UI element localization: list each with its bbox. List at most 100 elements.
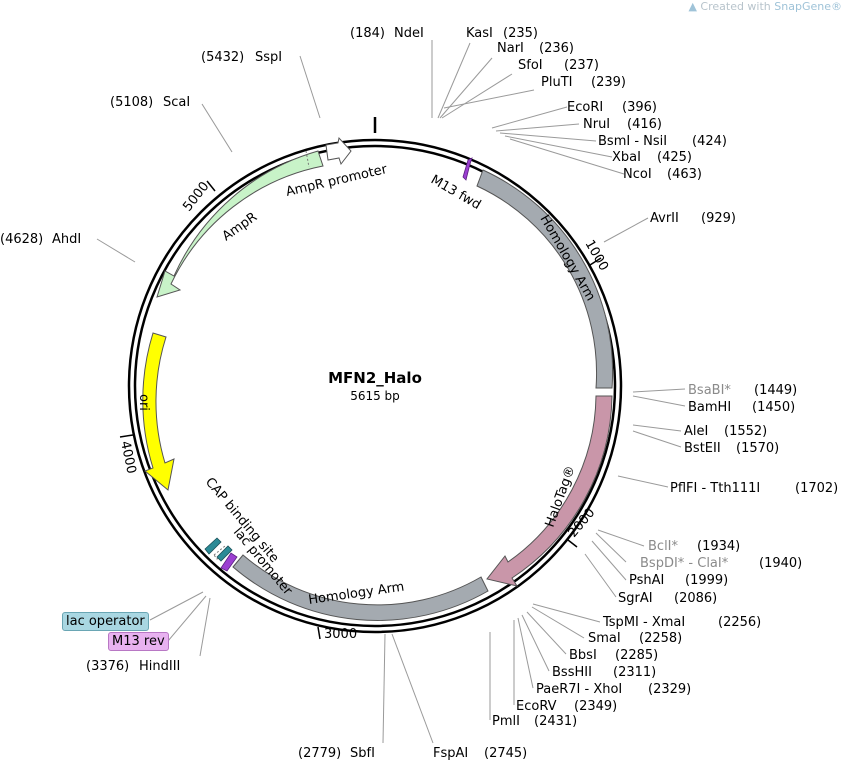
cap-binding-site-feature[interactable] xyxy=(216,545,233,562)
svg-text:(235): (235) xyxy=(503,26,538,41)
credit-brand: SnapGene® xyxy=(774,0,842,13)
svg-text:(184): (184) xyxy=(350,26,385,41)
ori-feature[interactable] xyxy=(142,332,175,491)
svg-text:(396): (396) xyxy=(622,100,657,115)
site-ncoi[interactable]: NcoI (463) xyxy=(623,167,702,182)
svg-text:PaeR7I - XhoI: PaeR7I - XhoI xyxy=(536,682,622,697)
svg-text:(2329): (2329) xyxy=(648,682,691,697)
svg-text:AleI: AleI xyxy=(684,424,708,439)
site-ahdi[interactable]: (4628) AhdI xyxy=(0,232,81,247)
svg-text:(2779): (2779) xyxy=(298,746,341,760)
m13-rev-label: M13 rev xyxy=(108,632,169,651)
site-bbsi[interactable]: BbsI (2285) xyxy=(569,648,658,663)
svg-text:PmlI: PmlI xyxy=(492,714,520,729)
svg-text:3000: 3000 xyxy=(324,627,357,642)
svg-text:SmaI: SmaI xyxy=(588,631,621,646)
site-pluti[interactable]: PluTI (239) xyxy=(541,75,626,90)
site-bamhi[interactable]: BamHI (1450) xyxy=(688,400,795,415)
site-xbai[interactable]: XbaI (425) xyxy=(612,150,692,165)
svg-text:(929): (929) xyxy=(701,211,736,226)
svg-text:(5432): (5432) xyxy=(201,50,244,65)
homology-arm-1-label: Homology Arm xyxy=(537,213,598,304)
site-sgrai[interactable]: SgrAI (2086) xyxy=(618,591,717,606)
svg-text:PshAI: PshAI xyxy=(629,573,664,588)
svg-text:5000: 5000 xyxy=(180,179,212,214)
site-hindiii[interactable]: (3376) HindIII xyxy=(86,659,180,674)
svg-text:NdeI: NdeI xyxy=(394,26,424,41)
backbone-inner-ring xyxy=(133,144,617,628)
site-alei[interactable]: AleI (1552) xyxy=(684,424,767,439)
homology-arm-1-feature[interactable] xyxy=(476,169,614,389)
svg-text:NruI: NruI xyxy=(583,117,610,132)
cap-binding-site-label: CAP binding site xyxy=(202,475,282,566)
ampr-label: AmpR xyxy=(220,210,260,245)
m13-fwd-feature[interactable] xyxy=(462,157,473,181)
site-bsteii[interactable]: BstEII (1570) xyxy=(684,441,779,456)
site-sfoi[interactable]: SfoI (237) xyxy=(518,58,599,73)
site-nari[interactable]: NarI (236) xyxy=(497,41,574,56)
svg-text:(2431): (2431) xyxy=(534,714,577,729)
svg-text:(239): (239) xyxy=(591,75,626,90)
site-tspmi[interactable]: TspMI - XmaI (2256) xyxy=(602,615,761,630)
site-ndei[interactable]: (184) NdeI xyxy=(350,26,424,41)
site-sspi[interactable]: (5432) SspI xyxy=(201,50,282,65)
svg-text:EcoRI: EcoRI xyxy=(567,100,603,115)
lac-operator-label: lac operator xyxy=(62,612,149,631)
svg-text:FspAI: FspAI xyxy=(433,746,468,760)
lac-operator-feature[interactable] xyxy=(204,537,222,555)
site-nrui[interactable]: NruI (416) xyxy=(583,117,662,132)
svg-text:SfoI: SfoI xyxy=(518,58,543,73)
site-scai[interactable]: (5108) ScaI xyxy=(110,95,190,110)
svg-text:(1449): (1449) xyxy=(754,383,797,398)
site-pshai[interactable]: PshAI (1999) xyxy=(629,573,728,588)
lac-promoter-feature[interactable] xyxy=(213,545,229,560)
site-fspai[interactable]: FspAI (2745) xyxy=(433,746,527,760)
svg-text:(3376): (3376) xyxy=(86,659,129,674)
site-bcli[interactable]: BclI* (1934) xyxy=(648,539,740,554)
svg-text:BstEII: BstEII xyxy=(684,441,721,456)
svg-text:BsaBI*: BsaBI* xyxy=(688,383,731,398)
svg-text:(424): (424) xyxy=(692,134,727,149)
tick-3000: 3000 xyxy=(317,626,357,642)
svg-text:(1999): (1999) xyxy=(685,573,728,588)
ampr-promoter-feature[interactable] xyxy=(325,136,352,166)
svg-text:(236): (236) xyxy=(539,41,574,56)
svg-text:BspDI* - ClaI*: BspDI* - ClaI* xyxy=(640,556,729,571)
svg-text:KasI: KasI xyxy=(466,26,493,41)
svg-text:(1702): (1702) xyxy=(795,481,838,496)
site-bspdi[interactable]: BspDI* - ClaI* (1940) xyxy=(640,556,802,571)
svg-text:NcoI: NcoI xyxy=(623,167,652,182)
site-ecori[interactable]: EcoRI (396) xyxy=(567,100,657,115)
svg-text:SspI: SspI xyxy=(255,50,282,65)
halotag-feature[interactable] xyxy=(486,395,613,587)
svg-text:(5108): (5108) xyxy=(110,95,153,110)
svg-text:(1934): (1934) xyxy=(697,539,740,554)
site-avrii[interactable]: AvrII (929) xyxy=(650,211,736,226)
site-kasi[interactable]: KasI (235) xyxy=(466,26,538,41)
snapgene-credit: ▲ Created with SnapGene® xyxy=(688,0,842,13)
site-bsabi[interactable]: BsaBI* (1449) xyxy=(688,383,797,398)
svg-text:BclI*: BclI* xyxy=(648,539,679,554)
svg-text:SbfI: SbfI xyxy=(350,746,375,760)
homology-arm-2-feature[interactable] xyxy=(232,554,489,621)
m13-rev-feature[interactable] xyxy=(220,552,238,572)
site-smai[interactable]: SmaI (2258) xyxy=(588,631,682,646)
site-sbfi[interactable]: (2779) SbfI xyxy=(298,746,375,760)
site-pflfi[interactable]: PflFI - Tth111I (1702) xyxy=(670,481,838,496)
site-paer7i[interactable]: PaeR7I - XhoI (2329) xyxy=(536,682,691,697)
svg-text:PluTI: PluTI xyxy=(541,75,572,90)
svg-text:(463): (463) xyxy=(667,167,702,182)
site-leader-lines xyxy=(96,40,686,744)
site-ecorv[interactable]: EcoRV (2349) xyxy=(516,699,617,714)
plasmid-size: 5615 bp xyxy=(350,389,400,403)
ampr-feature[interactable] xyxy=(156,150,324,298)
site-bsmi[interactable]: BsmI - NsiI (424) xyxy=(598,134,727,149)
site-bsshii[interactable]: BssHII (2311) xyxy=(552,665,656,680)
svg-text:4000: 4000 xyxy=(117,440,139,475)
svg-text:SgrAI: SgrAI xyxy=(618,591,653,606)
svg-text:XbaI: XbaI xyxy=(612,150,641,165)
svg-text:ScaI: ScaI xyxy=(163,95,190,110)
site-pmli[interactable]: PmlI (2431) xyxy=(492,714,577,729)
svg-text:EcoRV: EcoRV xyxy=(516,699,557,714)
